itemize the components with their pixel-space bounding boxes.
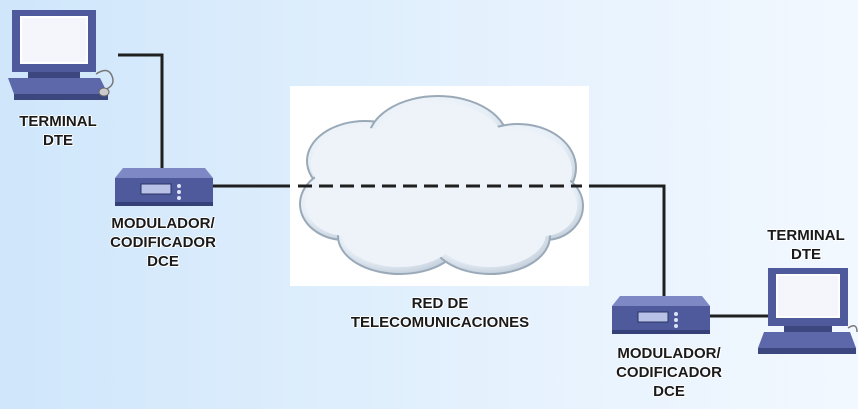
computer-icon: [758, 268, 858, 354]
right-terminal: [758, 268, 858, 361]
network-label: RED DE TELECOMUNICACIONES: [350, 295, 530, 331]
computer-icon: [8, 10, 114, 100]
modem-icon: [612, 296, 710, 334]
link-cloud-to-right-modem: [582, 184, 666, 296]
cloud-icon: [298, 95, 584, 275]
left-terminal-label: TERMINAL DTE: [19, 113, 97, 149]
modem-icon: [115, 168, 213, 206]
right-terminal-label: TERMINAL DTE: [767, 227, 845, 263]
left-modem: [115, 164, 215, 213]
right-modem-label: MODULADOR/ CODIFICADOR DCE: [616, 345, 722, 400]
right-modem: [612, 292, 712, 341]
link-left-terminal-to-modem: [118, 53, 164, 168]
left-terminal: [8, 10, 120, 107]
network-cloud: [290, 86, 589, 286]
left-modem-label: MODULADOR/ CODIFICADOR DCE: [110, 215, 216, 270]
